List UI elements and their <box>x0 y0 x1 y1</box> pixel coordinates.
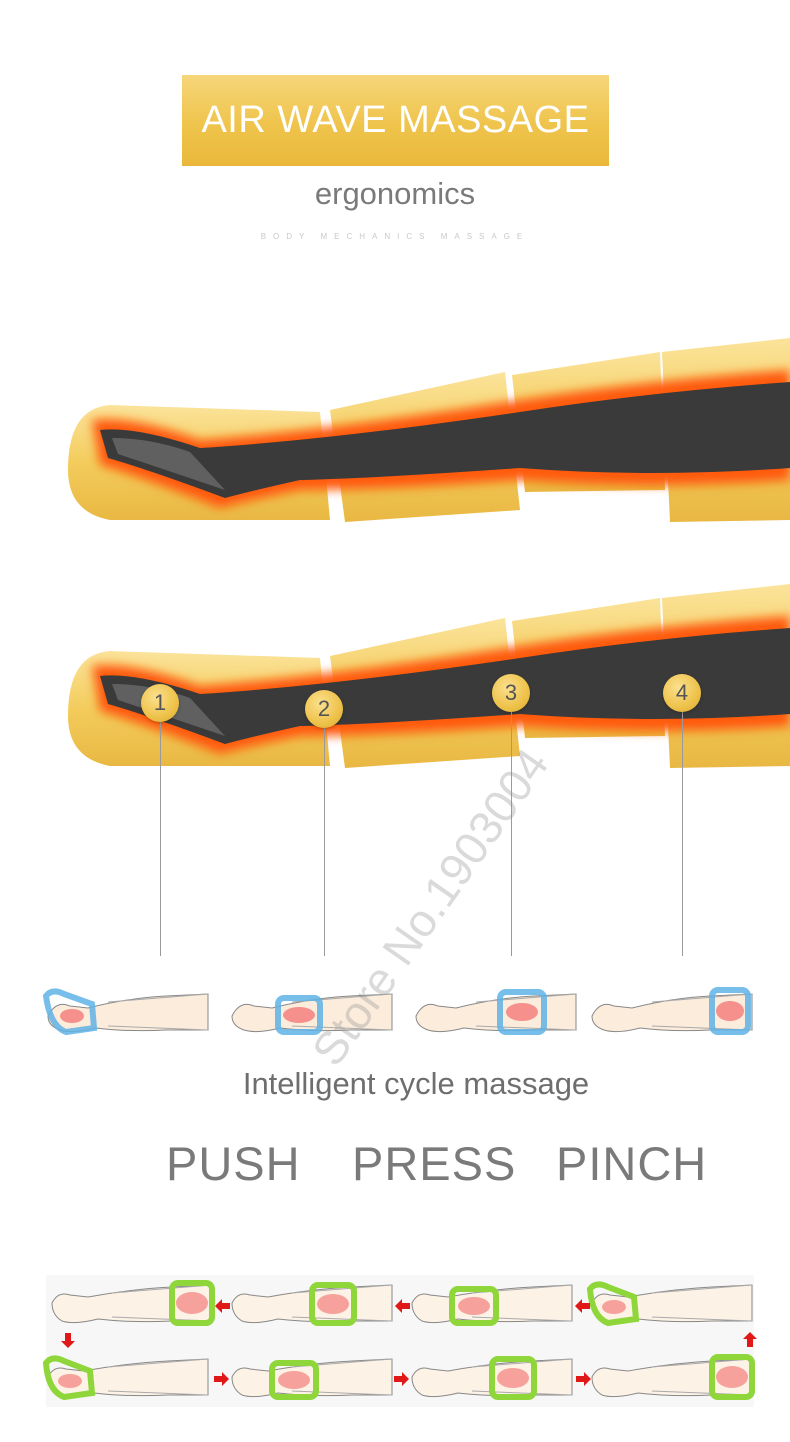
mode-pinch: PINCH <box>556 1137 708 1190</box>
title-banner: AIR WAVE MASSAGE <box>182 75 609 166</box>
chamber-3-leader <box>511 712 512 956</box>
subtitle: ergonomics <box>314 176 476 211</box>
chamber-1-leader <box>160 722 161 956</box>
mode-press: PRESS <box>352 1137 517 1190</box>
chamber-3-badge: 3 <box>492 674 530 712</box>
leg-wrap-illustration-chambers <box>68 584 790 768</box>
mode-push: PUSH <box>166 1137 301 1190</box>
chamber-sequence-row <box>42 987 753 1036</box>
leg-wrap-illustration-top <box>68 338 790 522</box>
chamber-1-badge: 1 <box>141 684 179 722</box>
page-title: AIR WAVE MASSAGE <box>201 99 590 141</box>
tagline: BODY MECHANICS MASSAGE <box>260 232 530 241</box>
massage-cycle-grid <box>42 1275 757 1407</box>
chamber-4-badge: 4 <box>663 674 701 712</box>
cycle-caption: Intelligent cycle massage <box>242 1066 590 1101</box>
chamber-4-leader <box>682 712 683 956</box>
chamber-2-leader <box>324 728 325 956</box>
chamber-2-badge: 2 <box>305 690 343 728</box>
